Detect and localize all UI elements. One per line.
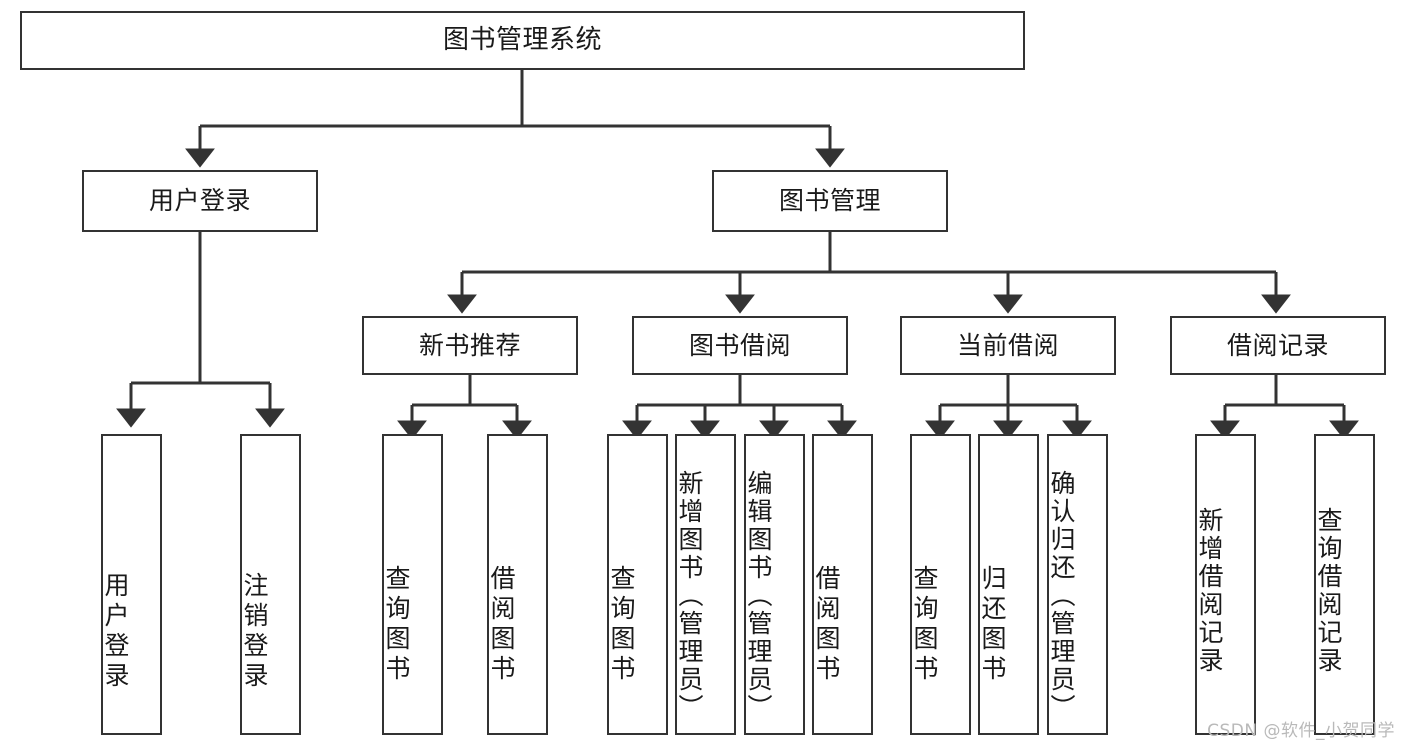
node-leaf-query-book-3-label: 查询图书 xyxy=(910,564,939,685)
node-leaf-borrow-book-1[interactable]: 借阅图书 xyxy=(487,434,548,735)
node-new-book-rec[interactable]: 新书推荐 xyxy=(362,316,578,375)
node-leaf-query-book-3[interactable]: 查询图书 xyxy=(910,434,971,735)
node-leaf-query-book-1[interactable]: 查询图书 xyxy=(382,434,443,735)
node-leaf-edit-book-admin-label: 编辑图书（管理员） xyxy=(744,469,773,722)
node-user-login-label: 用户登录 xyxy=(148,186,251,216)
node-leaf-add-record[interactable]: 新增借阅记录 xyxy=(1195,434,1256,735)
node-user-login[interactable]: 用户登录 xyxy=(82,170,318,232)
node-leaf-query-record-label: 查询借阅记录 xyxy=(1314,506,1343,675)
node-leaf-add-book-admin-label: 新增图书（管理员） xyxy=(675,469,704,722)
node-root[interactable]: 图书管理系统 xyxy=(20,11,1025,70)
node-leaf-confirm-return-admin[interactable]: 确认归还（管理员） xyxy=(1047,434,1108,735)
node-leaf-query-book-1-label: 查询图书 xyxy=(382,564,411,685)
node-leaf-borrow-book-2[interactable]: 借阅图书 xyxy=(812,434,873,735)
node-leaf-confirm-return-admin-label: 确认归还（管理员） xyxy=(1047,469,1076,722)
node-book-manage-label: 图书管理 xyxy=(778,186,881,216)
node-book-borrow-label: 图书借阅 xyxy=(688,330,791,360)
node-current-borrow[interactable]: 当前借阅 xyxy=(900,316,1116,375)
node-current-borrow-label: 当前借阅 xyxy=(956,330,1059,360)
node-book-manage[interactable]: 图书管理 xyxy=(712,170,948,232)
node-root-label: 图书管理系统 xyxy=(442,25,602,56)
node-leaf-borrow-book-1-label: 借阅图书 xyxy=(487,564,516,685)
node-borrow-record[interactable]: 借阅记录 xyxy=(1170,316,1386,375)
node-leaf-query-record[interactable]: 查询借阅记录 xyxy=(1314,434,1375,735)
node-leaf-user-logout-label: 注销登录 xyxy=(240,572,269,692)
csdn-watermark: CSDN @软件_小贺同学 xyxy=(1207,721,1395,741)
node-leaf-add-record-label: 新增借阅记录 xyxy=(1195,506,1224,675)
node-borrow-record-label: 借阅记录 xyxy=(1226,330,1329,360)
node-leaf-return-book-label: 归还图书 xyxy=(978,564,1007,685)
node-leaf-return-book[interactable]: 归还图书 xyxy=(978,434,1039,735)
node-leaf-user-logout[interactable]: 注销登录 xyxy=(240,434,301,735)
node-leaf-query-book-2[interactable]: 查询图书 xyxy=(607,434,668,735)
node-leaf-query-book-2-label: 查询图书 xyxy=(607,564,636,685)
node-leaf-add-book-admin[interactable]: 新增图书（管理员） xyxy=(675,434,736,735)
node-leaf-user-login[interactable]: 用户登录 xyxy=(101,434,162,735)
node-leaf-edit-book-admin[interactable]: 编辑图书（管理员） xyxy=(744,434,805,735)
node-book-borrow[interactable]: 图书借阅 xyxy=(632,316,848,375)
node-leaf-borrow-book-2-label: 借阅图书 xyxy=(812,564,841,685)
node-leaf-user-login-label: 用户登录 xyxy=(101,572,130,692)
node-new-book-rec-label: 新书推荐 xyxy=(418,330,521,360)
